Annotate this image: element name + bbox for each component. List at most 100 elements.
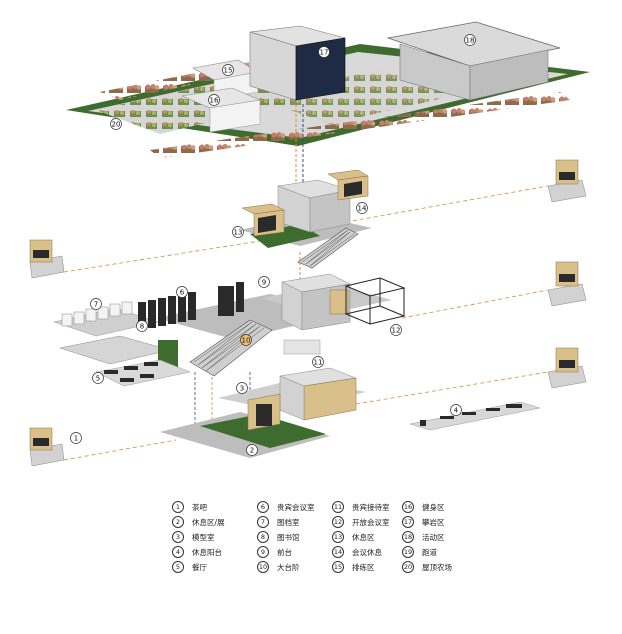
legend-label: 跑道 xyxy=(422,547,437,557)
lounge-11 xyxy=(283,339,321,355)
callout-10: 10 xyxy=(240,334,252,346)
ground-level xyxy=(160,367,541,458)
callout-17: 17 xyxy=(318,46,330,58)
third-grass xyxy=(250,224,320,248)
climbing-wall xyxy=(295,37,346,101)
second-level xyxy=(53,273,406,387)
thumb-left-upper xyxy=(29,239,65,279)
thumb-right-1 xyxy=(547,159,587,203)
legend-number: 13 xyxy=(332,531,344,543)
legend-number: 16 xyxy=(402,501,414,513)
archive-shelves xyxy=(61,301,133,327)
legend-label: 前台 xyxy=(277,547,292,557)
callout-2: 2 xyxy=(246,444,258,456)
legend-label: 休息区 xyxy=(352,532,375,542)
canopy-18-body-right xyxy=(469,49,549,101)
callout-12: 12 xyxy=(390,324,402,336)
callout-4: 4 xyxy=(450,404,462,416)
dining-tables xyxy=(104,362,158,382)
svg-text:9: 9 xyxy=(262,279,266,287)
legend-number: 3 xyxy=(172,531,184,543)
vip-meeting-room xyxy=(59,335,171,365)
perspective-thumbnails xyxy=(29,159,587,467)
balcony-furniture xyxy=(420,404,522,426)
callout-11: 11 xyxy=(312,356,324,368)
legend-number: 2 xyxy=(172,516,184,528)
svg-text:18: 18 xyxy=(466,37,475,45)
vip-reception-wood xyxy=(329,289,349,315)
callout-3: 3 xyxy=(236,382,248,394)
room-13-opening xyxy=(258,215,276,233)
staircase-upper-steps xyxy=(301,229,355,267)
open-meeting-frame xyxy=(344,277,406,325)
legend-item: 16 健身区 xyxy=(402,500,477,514)
legend-label: 活动区 xyxy=(422,532,445,542)
svg-text:17: 17 xyxy=(320,49,329,57)
callout-15: 15 xyxy=(222,64,234,76)
legend-label: 餐厅 xyxy=(192,562,207,572)
legend-label: 休息区/展 xyxy=(192,517,225,527)
dining-floor xyxy=(95,359,191,387)
roof-planter-row-bottom xyxy=(150,92,570,158)
callout-9: 9 xyxy=(258,276,270,288)
legend-label: 开放会议室 xyxy=(352,517,390,527)
grand-staircase-steps xyxy=(193,321,265,372)
thumb-right-2 xyxy=(547,261,587,307)
callout-6: 6 xyxy=(176,286,188,298)
balcony-deck xyxy=(409,401,541,431)
legend-label: 贵宾会议室 xyxy=(277,502,315,512)
svg-text:10: 10 xyxy=(242,337,251,345)
legend-number: 9 xyxy=(257,546,269,558)
legend-number: 14 xyxy=(332,546,344,558)
pavilion-16-wall xyxy=(209,99,261,133)
legend-number: 12 xyxy=(332,516,344,528)
svg-text:14: 14 xyxy=(358,205,367,213)
svg-text:11: 11 xyxy=(314,359,323,367)
svg-text:20: 20 xyxy=(112,121,121,129)
legend-label: 贵宾接待室 xyxy=(352,502,390,512)
thumb-left-lower xyxy=(29,427,65,467)
third-box-wall-right xyxy=(309,189,351,233)
callout-5: 5 xyxy=(92,372,104,384)
svg-text:4: 4 xyxy=(454,407,459,415)
callout-18: 18 xyxy=(464,34,476,46)
callout-7: 7 xyxy=(90,298,102,310)
legend-number: 17 xyxy=(402,516,414,528)
legend-item: 13 休息区 xyxy=(332,530,407,544)
legend-label: 健身区 xyxy=(422,502,445,512)
legend-label: 大台阶 xyxy=(277,562,300,572)
svg-text:7: 7 xyxy=(94,301,98,309)
svg-text:15: 15 xyxy=(224,67,233,75)
library-shelves xyxy=(138,282,244,330)
legend-item: 2 休息区/展 xyxy=(172,515,247,529)
callout-20: 20 xyxy=(110,118,122,130)
callout-8: 8 xyxy=(136,320,148,332)
svg-text:13: 13 xyxy=(234,229,243,237)
third-level xyxy=(240,169,372,269)
legend-label: 图档室 xyxy=(277,517,300,527)
legend-number: 20 xyxy=(402,561,414,573)
svg-text:8: 8 xyxy=(140,323,144,331)
legend-label: 排练区 xyxy=(352,562,375,572)
svg-text:5: 5 xyxy=(96,375,100,383)
svg-text:12: 12 xyxy=(392,327,401,335)
